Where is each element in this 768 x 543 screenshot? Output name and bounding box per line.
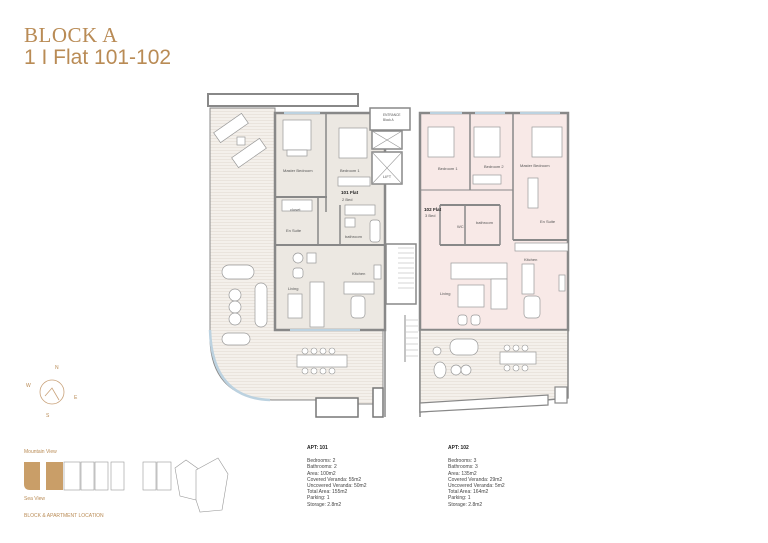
spec-line: Bathrooms: 2 [307, 464, 337, 471]
spec-line: Covered Veranda: 29m2 [448, 476, 503, 483]
core: ENTRANCE Block A LIFT [369, 107, 421, 417]
spec-line: Bedrooms: 3 [448, 458, 477, 465]
compass-north: N [55, 365, 59, 371]
spec-line: Area: 100m2 [307, 470, 336, 477]
svg-text:3 Bed: 3 Bed [425, 213, 435, 218]
svg-text:Master Bedroom: Master Bedroom [520, 163, 550, 168]
terrace-102 [419, 329, 569, 413]
spec-line: Uncovered Veranda: 50m2 [307, 483, 367, 490]
svg-text:Kitchen: Kitchen [352, 271, 365, 276]
compass-icon [39, 379, 65, 405]
mountain-view-label: Mountain View [24, 449, 57, 455]
svg-text:Living: Living [440, 291, 450, 296]
block-location-diagram [24, 457, 229, 513]
flat-101: Master Bedroom Bedroom 1 101 Flat 2 Bed … [273, 111, 387, 332]
svg-text:En Suite: En Suite [540, 219, 556, 224]
svg-text:WC: WC [457, 224, 464, 229]
svg-text:2 Bed: 2 Bed [342, 197, 352, 202]
svg-text:101 Flat: 101 Flat [341, 190, 359, 195]
svg-text:bathroom: bathroom [476, 220, 494, 225]
svg-text:ENTRANCE: ENTRANCE [383, 113, 401, 117]
spec-line: Parking: 1 [307, 495, 330, 502]
compass-west: W [26, 383, 31, 389]
apt-101-heading: APT: 101 [307, 445, 328, 451]
spec-line: Bedrooms: 2 [307, 458, 336, 465]
svg-text:Bedroom 2: Bedroom 2 [484, 164, 504, 169]
apt-101-specs: APT: 101 Bedrooms: 2 Bathrooms: 2 Area: … [307, 445, 366, 508]
spec-line: Storage: 2.8m2 [307, 501, 342, 508]
flat-102: Bedroom 1 Bedroom 2 Master Bedroom 102 F… [418, 111, 570, 332]
spec-line: Uncovered Veranda: 5m2 [448, 483, 505, 490]
spec-line: Total Area: 164m2 [448, 489, 489, 496]
spec-line: Parking: 1 [448, 495, 471, 502]
svg-text:closet: closet [290, 207, 301, 212]
svg-text:bathroom: bathroom [345, 234, 363, 239]
spec-line: Bathrooms: 3 [448, 464, 478, 471]
svg-text:Bedroom 1: Bedroom 1 [438, 166, 458, 171]
location-caption: BLOCK & APARTMENT LOCATION [24, 513, 104, 519]
spec-line: Covered Veranda: 55m2 [307, 476, 362, 483]
svg-text:102 Flat: 102 Flat [424, 207, 442, 212]
flat-subtitle: 1 I Flat 101-102 [24, 46, 172, 69]
compass-south: S [46, 413, 50, 419]
sea-view-label: Sea View [24, 496, 46, 502]
svg-text:Bedroom 1: Bedroom 1 [340, 168, 360, 173]
svg-text:LIFT: LIFT [383, 174, 392, 179]
svg-text:Master Bedroom: Master Bedroom [283, 168, 313, 173]
apt-102-heading: APT: 102 [448, 445, 469, 451]
compass-east: E [74, 395, 78, 401]
svg-text:Block A: Block A [383, 118, 395, 122]
spec-line: Total Area: 155m2 [307, 489, 348, 496]
block-title: BLOCK A [24, 23, 118, 47]
apt-102-specs: APT: 102 Bedrooms: 3 Bathrooms: 3 Area: … [448, 445, 505, 508]
spec-line: Storage: 2.8m2 [448, 501, 483, 508]
svg-text:Kitchen: Kitchen [524, 257, 537, 262]
svg-text:Living: Living [288, 286, 298, 291]
svg-text:En Suite: En Suite [286, 228, 302, 233]
spec-line: Area: 135m2 [448, 470, 477, 477]
